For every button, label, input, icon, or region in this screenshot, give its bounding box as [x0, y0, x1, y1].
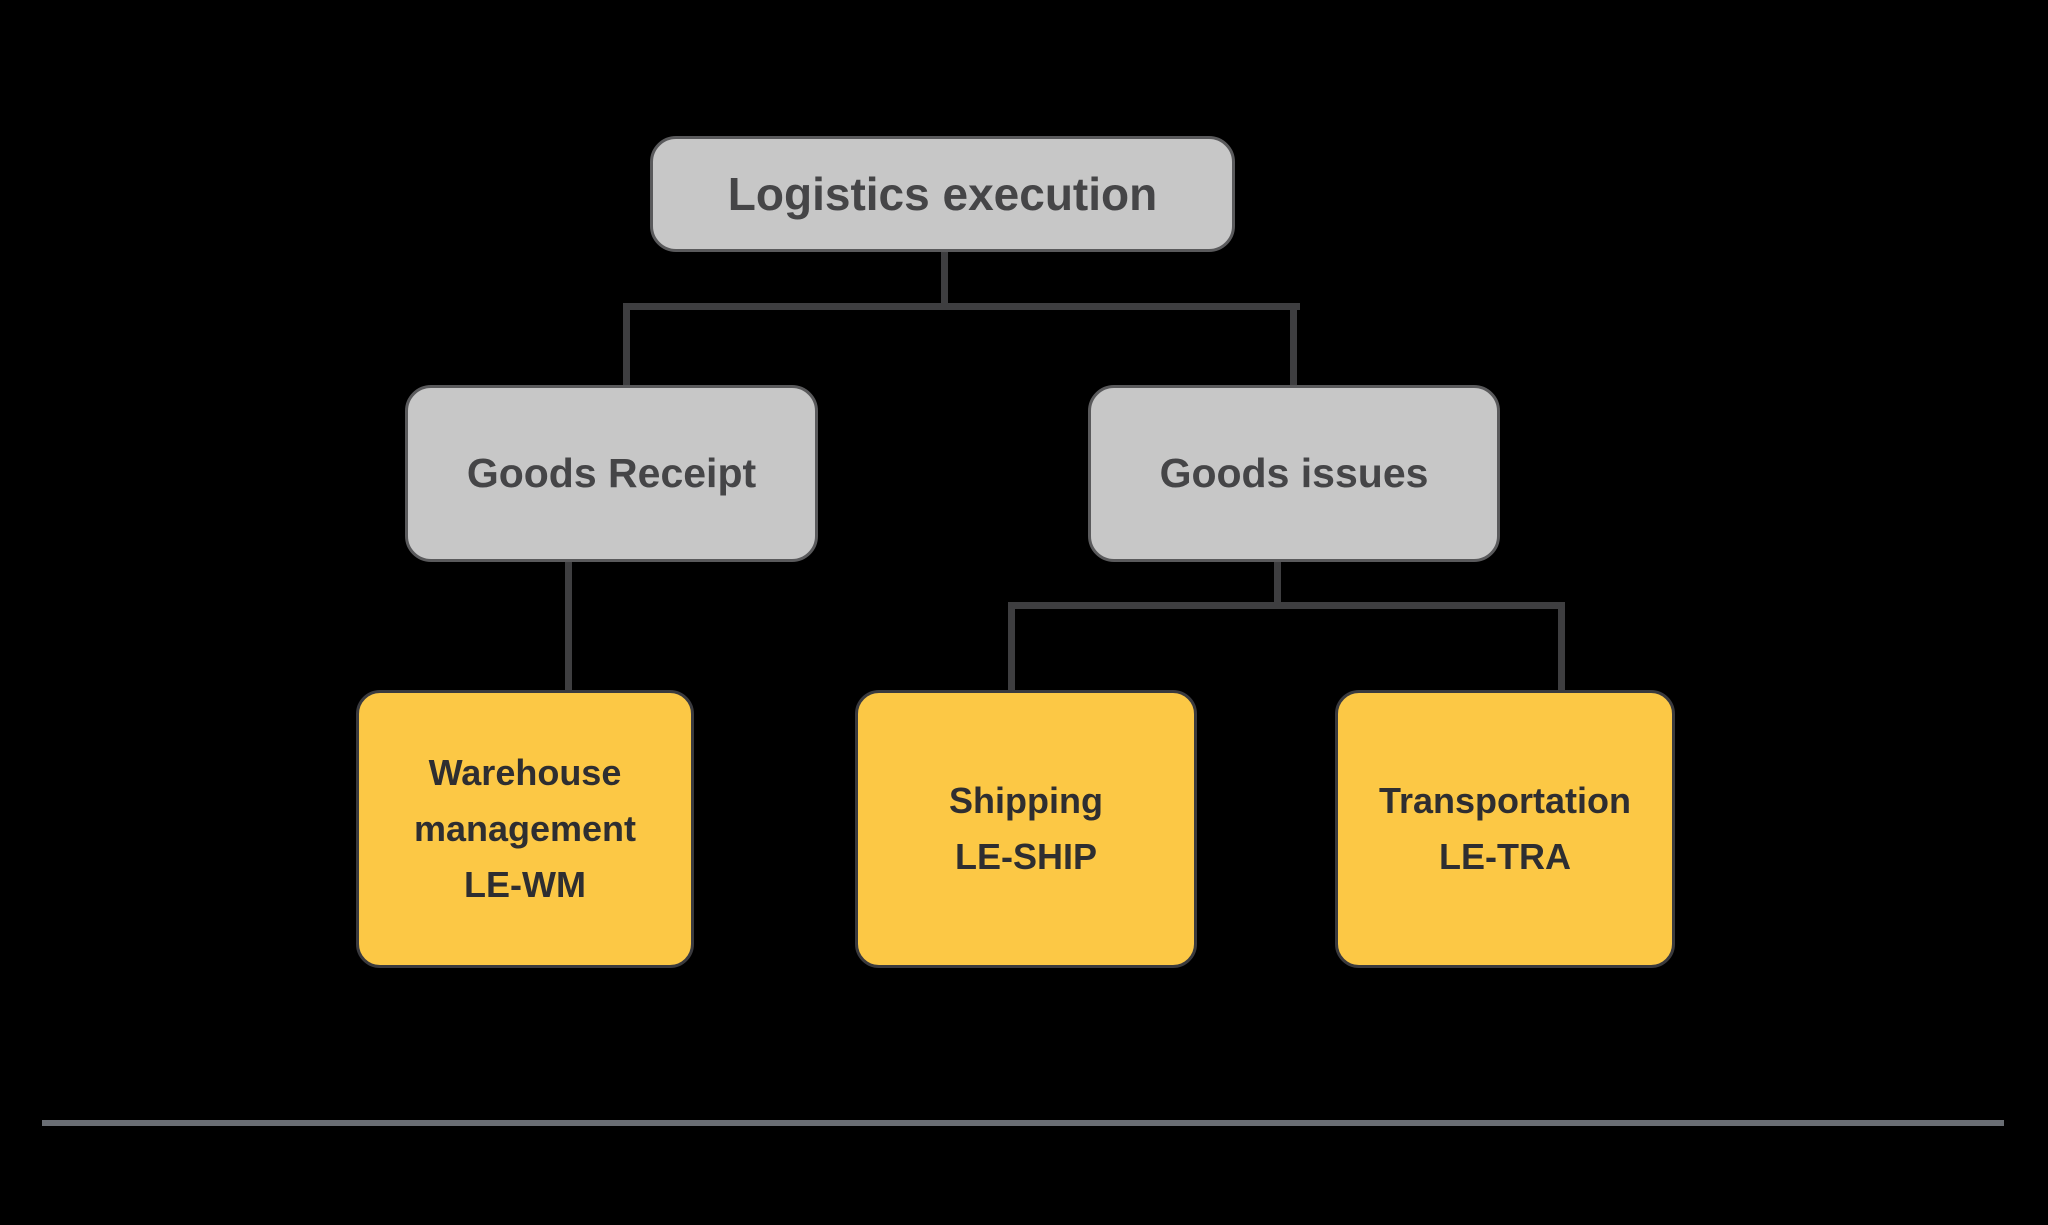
connector-to-transportation [1558, 605, 1565, 691]
connector-goods-issues-stem [1274, 560, 1281, 606]
connector-to-goods-receipt [623, 306, 630, 386]
node-shipping-code: LE-SHIP [954, 836, 1097, 877]
node-goods-receipt: Goods Receipt [405, 385, 818, 562]
node-logistics-execution: Logistics execution [650, 136, 1235, 252]
node-transportation: Transportation LE-TRA [1335, 690, 1675, 968]
node-warehouse-management: Warehouse management LE-WM [356, 690, 694, 968]
connector-level1-horizontal [623, 303, 1300, 310]
node-warehouse-management-line2: management [413, 808, 637, 850]
node-warehouse-management-code: LE-WM [464, 863, 586, 905]
node-shipping: Shipping LE-SHIP [855, 690, 1197, 968]
node-shipping-line1: Shipping [949, 780, 1103, 822]
bottom-divider-line [42, 1120, 2004, 1126]
node-goods-issues: Goods issues [1088, 385, 1500, 562]
connector-to-goods-issues [1290, 306, 1297, 386]
node-transportation-code: LE-TRA [1439, 836, 1571, 877]
node-goods-receipt-label: Goods Receipt [466, 450, 757, 496]
connector-to-warehouse [565, 560, 572, 692]
node-transportation-line1: Transportation [1378, 780, 1632, 822]
node-goods-issues-label: Goods issues [1159, 450, 1429, 496]
node-warehouse-management-line1: Warehouse [428, 752, 622, 794]
node-logistics-execution-label: Logistics execution [727, 168, 1158, 220]
connector-level2-horizontal [1008, 602, 1565, 609]
connector-root-stem [941, 250, 948, 308]
connector-to-shipping [1008, 605, 1015, 691]
